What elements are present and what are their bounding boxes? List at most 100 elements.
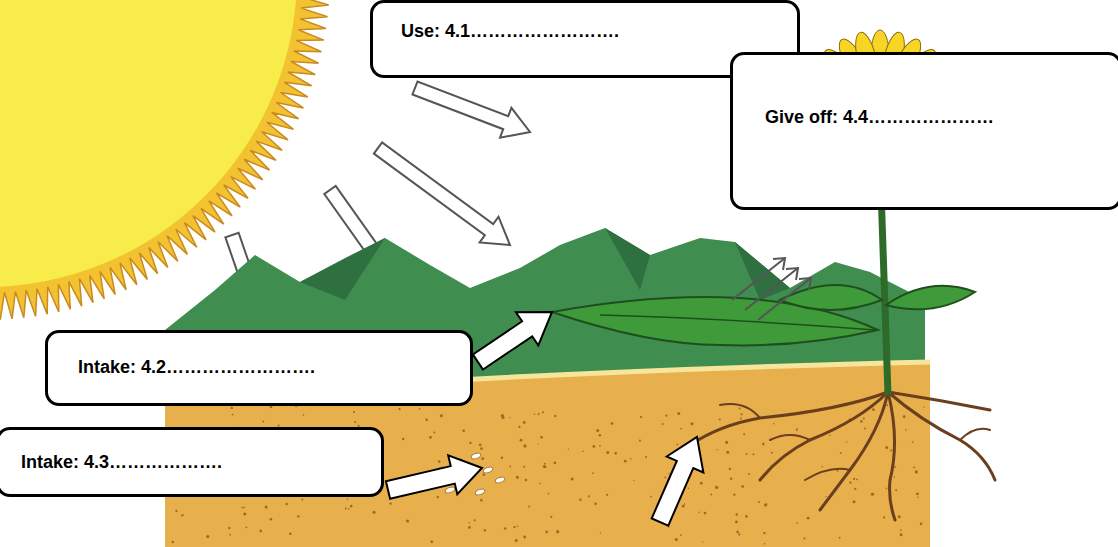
soil-grain (645, 456, 647, 458)
soil-grain (231, 407, 233, 409)
soil-grain (883, 516, 885, 518)
soil-grain (895, 489, 897, 491)
soil-grain (481, 457, 484, 460)
soil-grain (735, 521, 738, 524)
soil-grain (676, 443, 678, 445)
soil-grain (682, 505, 685, 508)
soil-grain (916, 493, 919, 496)
soil-grain (501, 414, 504, 417)
soil-grain (665, 415, 667, 417)
soil-grain (229, 534, 231, 536)
soil-grain (726, 451, 729, 454)
soil-grain (241, 507, 243, 509)
soil-grain (469, 522, 471, 524)
soil-grain (232, 414, 234, 416)
soil-grain (206, 535, 209, 538)
soil-grain (900, 533, 903, 536)
soil-grain (265, 506, 268, 509)
soil-grain (518, 426, 520, 428)
soil-grain (675, 538, 678, 541)
soil-grain (894, 476, 895, 477)
soil-grain (345, 508, 347, 510)
label-text: Intake: 4.3………………. (21, 452, 222, 473)
soil-grain (592, 472, 594, 474)
soil-grain (246, 526, 248, 528)
soil-grain (556, 530, 559, 533)
soil-grain (758, 501, 760, 503)
leaf (886, 286, 975, 309)
soil-grain (538, 413, 540, 415)
soil-grain (543, 465, 546, 468)
soil-grain (509, 417, 510, 418)
soil-grain (480, 499, 483, 502)
soil-grain (764, 503, 767, 506)
soil-grain (864, 428, 866, 430)
soil-grain (762, 443, 765, 446)
soil-grain (633, 480, 634, 481)
soil-grain (763, 532, 765, 534)
gas-arrow-line (758, 278, 811, 320)
soil-grain (606, 494, 608, 496)
soil-grain (515, 539, 518, 542)
gas-arrow-head (773, 258, 785, 270)
soil-grain (840, 452, 842, 454)
soil-grain (523, 444, 526, 447)
soil-grain (700, 482, 703, 485)
soil-grain (433, 431, 435, 433)
soil-grain (513, 526, 515, 528)
soil-grain (588, 495, 590, 497)
soil-grain (860, 420, 863, 423)
soil-grain (733, 493, 735, 495)
soil-grain (568, 448, 569, 449)
leaf (780, 285, 882, 310)
soil-grain (520, 439, 523, 442)
soil-grain (504, 527, 507, 530)
soil-grain (550, 516, 552, 518)
soil-grain (596, 429, 599, 432)
soil-grain (545, 531, 548, 534)
soil-grain (462, 429, 465, 432)
soil-grain (611, 422, 614, 425)
soil-grain (538, 443, 539, 444)
water-drop (470, 452, 481, 460)
soil-grain (599, 445, 601, 447)
soil-grain (419, 408, 421, 410)
soil-grain (745, 515, 748, 518)
soil-grain (593, 445, 596, 448)
light-arrow (374, 142, 510, 245)
soil-grain (825, 496, 826, 497)
soil-grain (262, 421, 264, 423)
soil-grain (353, 411, 355, 413)
soil-grain (739, 408, 741, 410)
soil-grain (730, 478, 732, 480)
root-hair (720, 404, 990, 480)
soil-grain (894, 466, 896, 468)
soil-grain (614, 452, 617, 455)
soil-grain (743, 433, 745, 435)
gas-arrow-head (799, 278, 811, 290)
soil-grain (719, 418, 721, 420)
label-text: Give off: 4.4………………… (765, 107, 994, 128)
soil-grain (853, 500, 856, 503)
soil-grain (650, 496, 652, 498)
soil-grain (829, 435, 831, 437)
soil-grain (181, 515, 182, 516)
label-box: Intake: 4.3………………. (0, 427, 384, 497)
label-text: Intake: 4.2……………………. (78, 357, 315, 378)
soil-grain (544, 466, 546, 468)
soil-grain (606, 451, 609, 454)
soil-grain (717, 449, 718, 450)
soil-grain (748, 473, 750, 475)
soil-grain (853, 478, 855, 480)
water-drop (482, 466, 493, 474)
soil-grain (554, 415, 556, 417)
soil-grain (920, 522, 923, 525)
soil-grain (740, 417, 742, 419)
soil-grain (725, 441, 728, 444)
root (820, 392, 888, 510)
soil-grain (905, 429, 907, 431)
soil-grain (915, 470, 918, 473)
soil-grain (736, 531, 739, 534)
mountain-shade (300, 228, 790, 300)
